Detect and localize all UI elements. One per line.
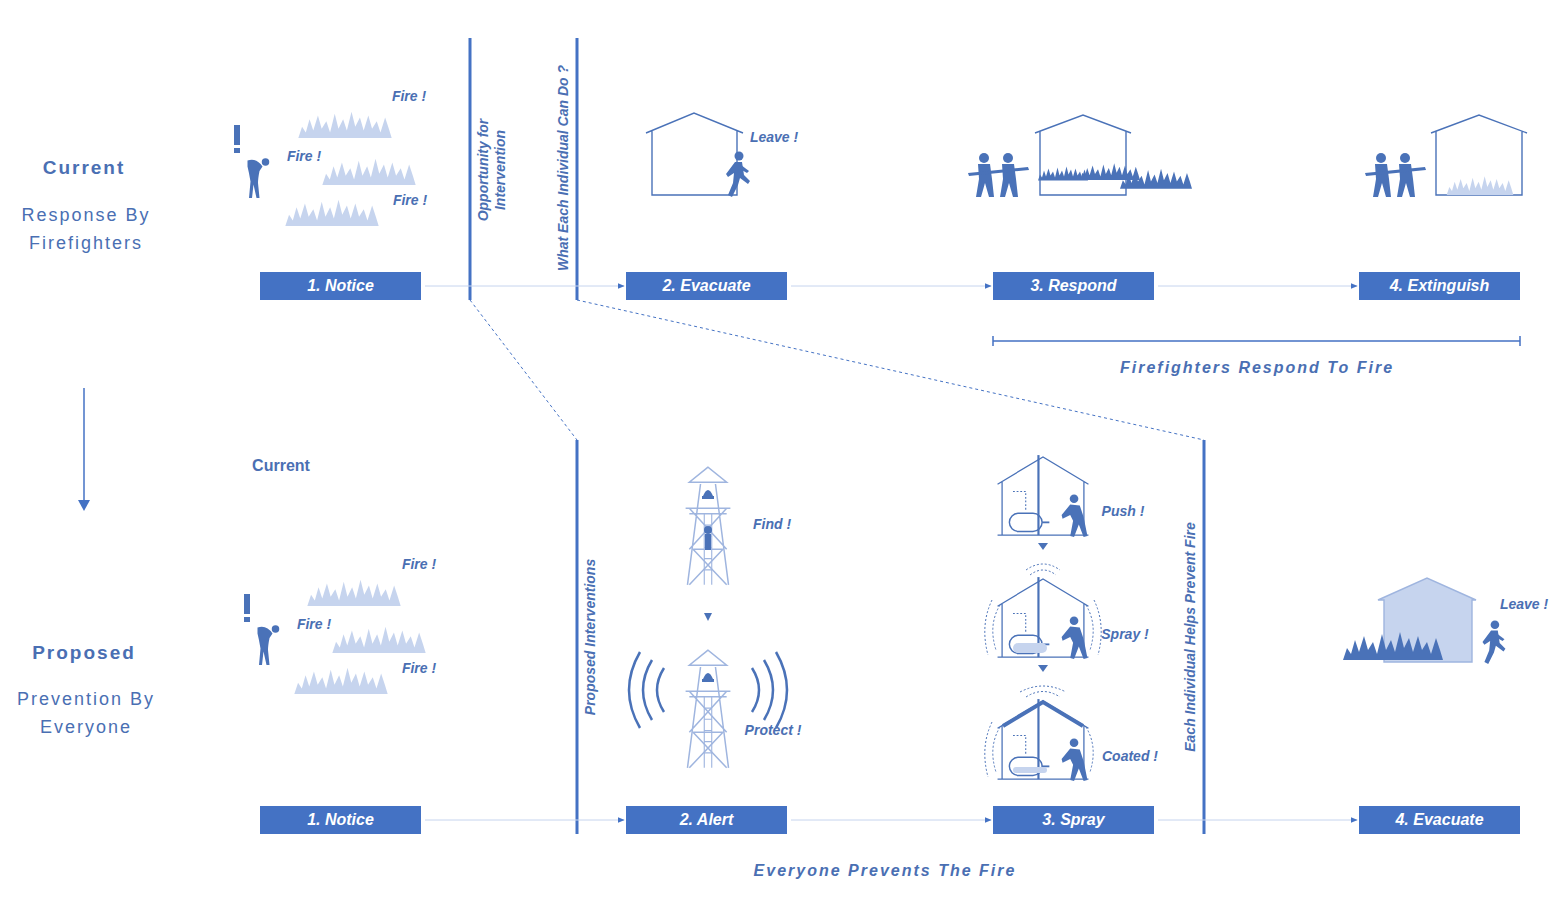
text-label: Firefighters Respond To Fire <box>1120 358 1394 377</box>
step-box: 4. Evacuate <box>1359 806 1520 834</box>
text-label: Fire ! <box>287 148 321 165</box>
flow-arrow <box>791 286 991 287</box>
text-label: Find ! <box>753 516 791 533</box>
vertical-label: Proposed Interventions <box>582 527 599 747</box>
step-label: 4. Evacuate <box>1395 811 1483 829</box>
flow-arrow <box>791 820 991 821</box>
text-label: Fire ! <box>297 616 331 633</box>
step-box: 4. Extinguish <box>1359 272 1520 300</box>
text-label: Fire ! <box>393 192 427 209</box>
text-label: Protect ! <box>745 722 802 739</box>
text-label: Current <box>43 157 126 180</box>
text-label: Leave ! <box>750 129 798 146</box>
text-label: Push ! <box>1102 503 1145 520</box>
step-box: 3. Respond <box>993 272 1154 300</box>
text-label: Prevention By Everyone <box>4 686 169 742</box>
text-label: Everyone Prevents The Fire <box>754 861 1017 880</box>
flow-arrow <box>1158 286 1357 287</box>
step-box: 1. Notice <box>260 272 421 300</box>
step-label: 2. Alert <box>680 811 734 829</box>
text-label: Coated ! <box>1102 748 1158 765</box>
text-label: Leave ! <box>1500 596 1548 613</box>
step-box: 1. Notice <box>260 806 421 834</box>
text-label: Response By Firefighters <box>4 202 169 258</box>
text-label: Current <box>252 456 310 475</box>
step-box: 2. Alert <box>626 806 787 834</box>
vertical-label: Each Individual Helps Prevent Fire <box>1182 497 1199 777</box>
vertical-label: What Each Individual Can Do ? <box>555 48 572 288</box>
step-label: 4. Extinguish <box>1390 277 1490 295</box>
text-label: Fire ! <box>392 88 426 105</box>
flow-arrow <box>425 286 624 287</box>
step-label: 2. Evacuate <box>662 277 750 295</box>
text-label: Fire ! <box>402 660 436 677</box>
text-label: Proposed <box>32 642 136 665</box>
text-label: Spray ! <box>1101 626 1148 643</box>
vertical-label: Opportunity for Intervention <box>475 110 509 230</box>
step-label: 1. Notice <box>307 811 374 829</box>
flow-arrow <box>425 820 624 821</box>
step-box: 2. Evacuate <box>626 272 787 300</box>
step-box: 3. Spray <box>993 806 1154 834</box>
flow-arrow <box>1158 820 1357 821</box>
text-label: Fire ! <box>402 556 436 573</box>
step-label: 1. Notice <box>307 277 374 295</box>
step-label: 3. Spray <box>1042 811 1104 829</box>
step-label: 3. Respond <box>1030 277 1116 295</box>
